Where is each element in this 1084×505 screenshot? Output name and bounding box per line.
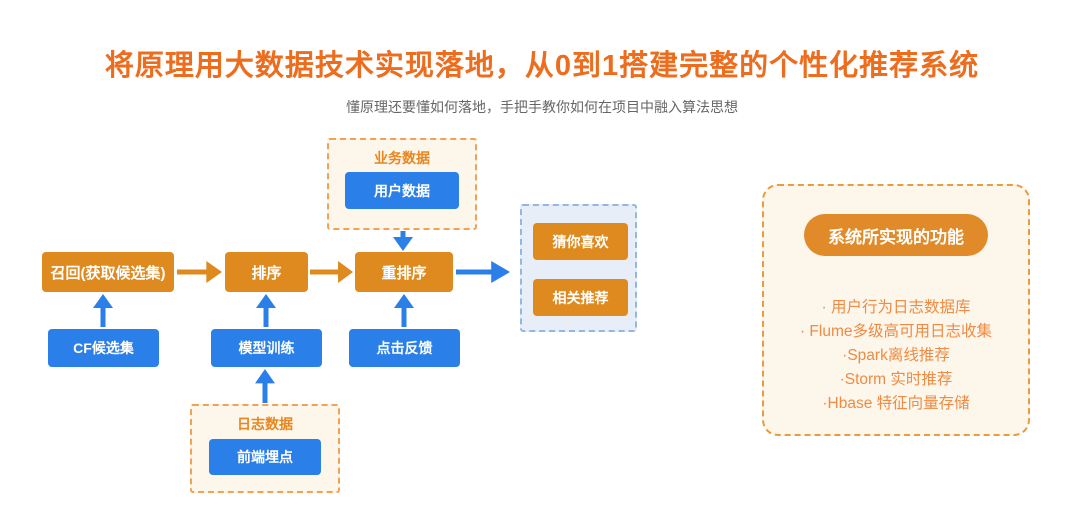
arrow-up-icon	[256, 294, 276, 327]
log-data-label: 日志数据	[237, 416, 293, 432]
arrow-up-icon	[394, 294, 414, 327]
feature-item: ·Storm 实时推荐	[839, 371, 953, 388]
features-panel: 系统所实现的功能 · 用户行为日志数据库 · Flume多级高可用日志收集 ·S…	[762, 184, 1030, 436]
business-data-group: 业务数据 用户数据	[327, 138, 477, 230]
arrow-right-icon	[456, 261, 510, 283]
related-recommend-box: 相关推荐	[533, 279, 628, 316]
arrow-down-icon	[393, 231, 413, 251]
feature-item: · Flume多级高可用日志收集	[799, 323, 993, 340]
output-group: 猜你喜欢 相关推荐	[520, 204, 637, 332]
feature-item: · 用户行为日志数据库	[821, 299, 971, 316]
page-subtitle: 懂原理还要懂如何落地，手把手教你如何在项目中融入算法思想	[346, 99, 738, 115]
model-training-box: 模型训练	[211, 329, 322, 367]
user-data-box: 用户数据	[345, 172, 459, 209]
arrow-right-icon	[310, 261, 353, 283]
arrow-up-icon	[93, 294, 113, 327]
features-list: · 用户行为日志数据库 · Flume多级高可用日志收集 ·Spark离线推荐 …	[764, 296, 1028, 416]
guess-you-like-box: 猜你喜欢	[533, 223, 628, 260]
rank-box: 排序	[225, 252, 308, 292]
frontend-tracking-box: 前端埋点	[209, 439, 321, 475]
feature-item: ·Hbase 特征向量存储	[822, 395, 970, 412]
feature-item: ·Spark离线推荐	[842, 347, 950, 364]
business-data-label: 业务数据	[374, 150, 430, 166]
click-feedback-box: 点击反馈	[349, 329, 460, 367]
arrow-up-icon	[255, 369, 275, 403]
recall-box: 召回(获取候选集)	[42, 252, 174, 292]
page-title: 将原理用大数据技术实现落地，从0到1搭建完整的个性化推荐系统	[104, 50, 980, 82]
features-panel-title: 系统所实现的功能	[804, 214, 988, 256]
rerank-box: 重排序	[355, 252, 453, 292]
log-data-group: 日志数据 前端埋点	[190, 404, 340, 493]
cf-candidate-box: CF候选集	[48, 329, 159, 367]
arrow-right-icon	[177, 261, 222, 283]
